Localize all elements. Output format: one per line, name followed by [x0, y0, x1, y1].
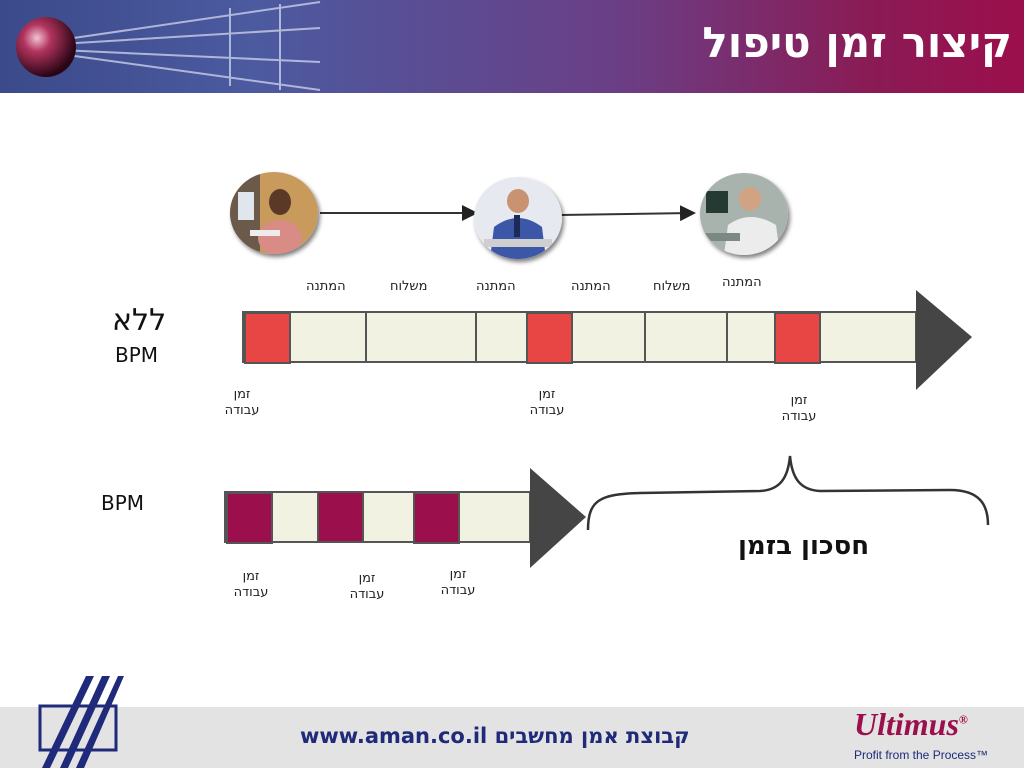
diagram-canvas — [224, 205, 990, 568]
process-diagram: המתנה משלוח המתנה המתנה משלוח המתנה ללא … — [0, 93, 1024, 711]
header-decoration — [16, 1, 321, 91]
footer-bar — [0, 707, 1024, 768]
top-work-block — [774, 312, 821, 364]
top-timeline-arrowhead — [916, 290, 972, 390]
segment-label-wait: המתנה — [722, 275, 762, 290]
ultimus-logo: Ultimus® — [854, 706, 968, 742]
segment-label-shipping: משלוח — [390, 279, 428, 294]
row-title-without-bpm: ללא — [112, 303, 167, 338]
segment-label-wait: המתנה — [476, 279, 516, 294]
row-title-bpm: BPM — [101, 491, 145, 515]
top-work-block — [244, 312, 291, 364]
bottom-timeline-arrowhead — [530, 468, 586, 568]
segment-label-shipping: משלוח — [653, 279, 691, 294]
bottom-timeline-bar — [224, 491, 531, 543]
worker-avatar-2 — [474, 177, 562, 259]
row-title-without-bpm-sub: BPM — [115, 343, 159, 367]
slide-title: קיצור זמן טיפול — [702, 18, 1012, 67]
bottom-work-block — [226, 492, 273, 544]
segment-label-wait: המתנה — [306, 279, 346, 294]
top-work-block — [526, 312, 573, 364]
bottom-work-block — [413, 492, 460, 544]
footer-website[interactable]: www.aman.co.il קבוצת אמן מחשבים — [300, 724, 690, 748]
savings-brace — [586, 455, 990, 531]
time-savings-label: חסכון בזמן — [738, 531, 870, 561]
segment-label-wait: המתנה — [571, 279, 611, 294]
ultimus-tagline: Profit from the Process™ — [854, 748, 989, 762]
handoff-arrow-2 — [559, 205, 696, 222]
worker-avatar-3 — [700, 173, 788, 255]
aman-logo-icon — [38, 676, 124, 768]
orb-icon — [16, 17, 76, 77]
header-banner: קיצור זמן טיפול — [0, 0, 1024, 93]
bottom-work-block — [317, 491, 364, 543]
worker-avatar-1 — [230, 172, 318, 254]
